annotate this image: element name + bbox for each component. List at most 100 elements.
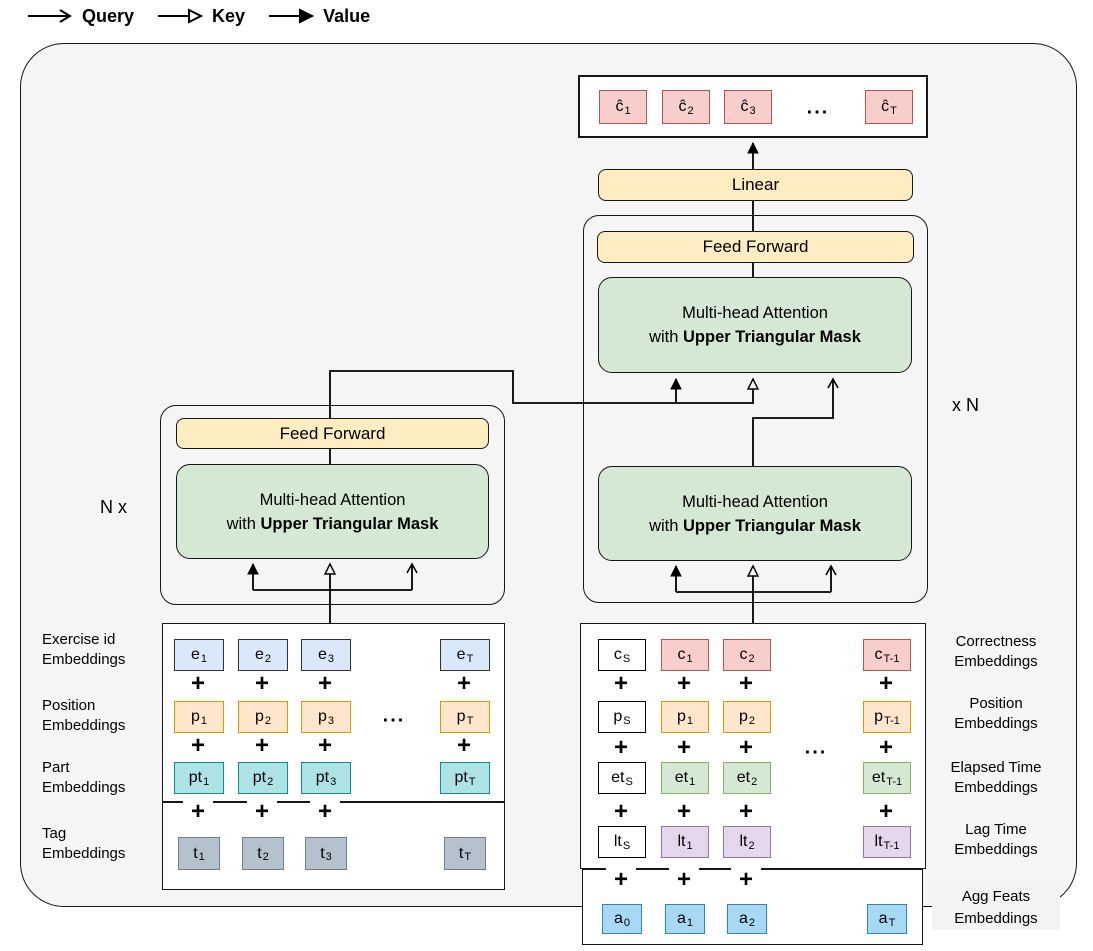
plus-sign: + <box>317 670 333 697</box>
plus-sign: + <box>676 734 692 761</box>
plus-sign: + <box>456 670 472 697</box>
plus-sign: + <box>254 670 270 697</box>
plus-sign: + <box>613 798 629 825</box>
plus-sign: + <box>676 798 692 825</box>
plus-sign: + <box>605 868 637 892</box>
output-ellipsis: ... <box>806 96 830 119</box>
plus-sign: + <box>254 732 270 759</box>
legend: Query Key Value <box>26 2 370 30</box>
key-arrow-icon <box>158 8 204 24</box>
mha-label-line1: Multi-head Attention <box>259 490 406 509</box>
decoder-feed-forward-block: Feed Forward <box>597 231 914 263</box>
plus-sign: + <box>613 734 629 761</box>
plus-sign: + <box>246 800 278 824</box>
right-ellipsis: ... <box>804 736 828 759</box>
feed-forward-label: Feed Forward <box>702 237 809 256</box>
legend-item-query: Query <box>26 6 134 27</box>
plus-sign: + <box>613 670 629 697</box>
plus-sign: + <box>878 798 894 825</box>
legend-item-value: Value <box>267 6 370 27</box>
mha-label-line2: with Upper Triangular Mask <box>649 328 861 346</box>
plus-sign: + <box>190 732 206 759</box>
linear-label: Linear <box>731 175 780 194</box>
left-ellipsis: ... <box>382 704 406 727</box>
decoder-mha-bottom-block: Multi-head Attention with Upper Triangul… <box>598 466 912 561</box>
legend-label-key: Key <box>212 5 246 26</box>
plus-sign: + <box>738 734 754 761</box>
plus-sign: + <box>738 670 754 697</box>
plus-sign: + <box>730 868 762 892</box>
plus-sign: + <box>317 732 333 759</box>
mha-label-line2: with Upper Triangular Mask <box>649 516 861 535</box>
decoder-mha-top-block: Multi-head Attention with Upper Triangul… <box>598 277 912 373</box>
legend-label-value: Value <box>323 5 371 26</box>
mha-label-line1: Multi-head Attention <box>682 304 828 322</box>
plus-sign: + <box>182 800 214 824</box>
plus-sign: + <box>878 734 894 761</box>
plus-sign: + <box>676 670 692 697</box>
plus-sign: + <box>668 868 700 892</box>
plus-sign: + <box>456 732 472 759</box>
plus-sign: + <box>738 798 754 825</box>
mha-label-line1: Multi-head Attention <box>682 492 828 511</box>
query-arrow-icon <box>28 9 72 23</box>
plus-sign: + <box>190 670 206 697</box>
decoder-repeat-label: x N <box>952 395 979 415</box>
encoder-mha-block: Multi-head Attention with Upper Triangul… <box>176 464 489 559</box>
feed-forward-label: Feed Forward <box>279 423 386 443</box>
legend-label-query: Query <box>82 5 135 26</box>
encoder-feed-forward-block: Feed Forward <box>176 418 489 449</box>
value-arrow-icon <box>269 8 315 24</box>
plus-sign: + <box>309 800 341 824</box>
legend-item-key: Key <box>156 6 245 27</box>
encoder-repeat-label: N x <box>100 497 127 517</box>
